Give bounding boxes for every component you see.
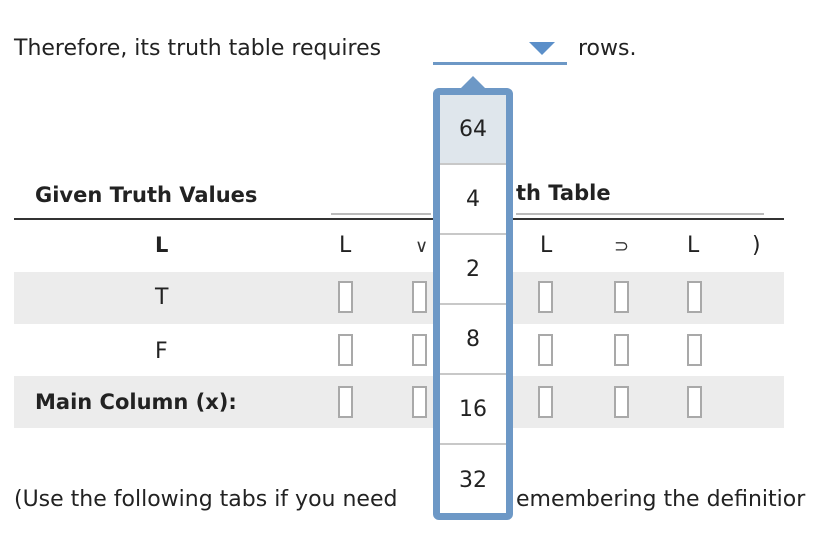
dropdown-option[interactable]: 16 (440, 375, 506, 445)
prompt-suffix: rows. (578, 36, 637, 61)
column-header-5: L (687, 233, 700, 258)
table-header-divider (14, 218, 784, 220)
chevron-down-icon[interactable] (529, 42, 555, 55)
row-value-f: F (155, 339, 168, 364)
main-input-c4[interactable] (614, 386, 629, 418)
select-underline (433, 62, 567, 65)
dropdown-option[interactable]: 32 (440, 445, 506, 513)
main-input-c2[interactable] (412, 386, 427, 418)
given-truth-values-header: Given Truth Values (35, 183, 258, 207)
row-value-t: T (155, 285, 169, 310)
column-header-2: ∨ (415, 236, 429, 257)
truth-table-header-rule (331, 213, 431, 215)
truth-input-r2-c2[interactable] (412, 334, 427, 366)
rows-dropdown-list[interactable]: 64 4 2 8 16 32 (433, 88, 513, 520)
rows-select[interactable] (433, 34, 567, 68)
prompt-text: Therefore, its truth table requires (14, 36, 382, 61)
truth-table-header: th Table (516, 181, 611, 205)
truth-input-r1-c1[interactable] (338, 281, 353, 313)
dropdown-option[interactable]: 4 (440, 165, 506, 235)
truth-input-r2-c3[interactable] (538, 334, 553, 366)
table-row (14, 376, 784, 428)
truth-table-header-rule-right (516, 213, 764, 215)
main-column-label: Main Column (x): (35, 390, 237, 414)
truth-input-r2-c5[interactable] (687, 334, 702, 366)
truth-input-r1-c5[interactable] (687, 281, 702, 313)
main-input-c5[interactable] (687, 386, 702, 418)
main-input-c1[interactable] (338, 386, 353, 418)
dropdown-pointer (460, 76, 486, 89)
truth-input-r1-c2[interactable] (412, 281, 427, 313)
variable-header: L (155, 233, 169, 257)
truth-input-r1-c3[interactable] (538, 281, 553, 313)
truth-input-r1-c4[interactable] (614, 281, 629, 313)
footer-text-right: emembering the definitior (516, 487, 806, 512)
dropdown-option[interactable]: 2 (440, 235, 506, 305)
dropdown-option[interactable]: 64 (440, 95, 506, 165)
footer-text-left: (Use the following tabs if you need (14, 487, 398, 512)
main-input-c3[interactable] (538, 386, 553, 418)
column-header-3: L (540, 233, 553, 258)
truth-input-r2-c1[interactable] (338, 334, 353, 366)
column-header-1: L (339, 233, 352, 258)
column-header-6: ) (752, 233, 761, 258)
table-row (14, 272, 784, 324)
dropdown-option[interactable]: 8 (440, 305, 506, 375)
column-header-4: ⊃ (614, 236, 630, 257)
truth-input-r2-c4[interactable] (614, 334, 629, 366)
